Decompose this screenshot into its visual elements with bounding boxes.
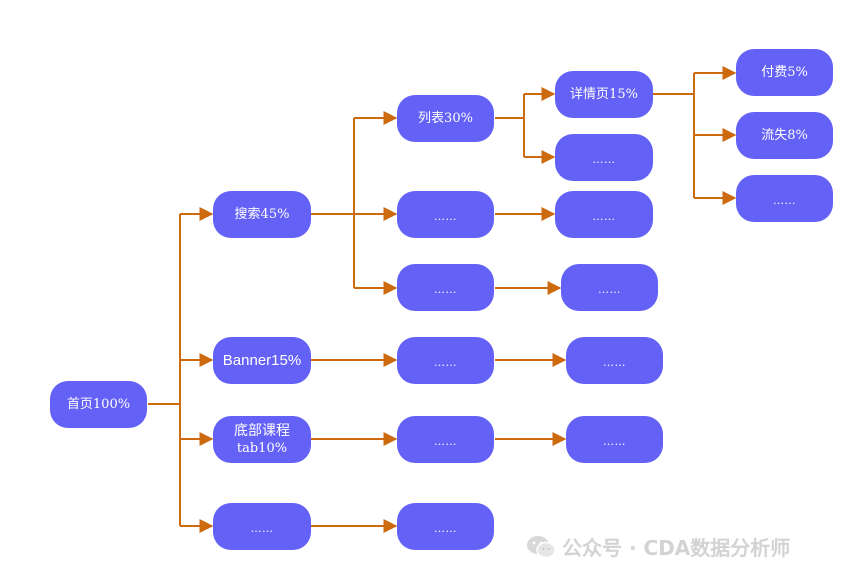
node-search-more-1-next: ……	[555, 191, 653, 238]
node-pay: 付费5%	[736, 49, 833, 96]
watermark-text: 公众号 · CDA数据分析师	[562, 536, 791, 560]
node-detail-more: ……	[736, 175, 833, 222]
watermark: 公众号 · CDA数据分析师	[526, 532, 790, 561]
node-search-more-2: ……	[397, 264, 494, 311]
node-list-more: ……	[555, 134, 653, 181]
wechat-icon	[527, 535, 556, 558]
node-list: 列表30%	[397, 95, 494, 142]
node-search: 搜索45%	[213, 191, 311, 238]
node-bottom-course-line1: 底部课程	[234, 422, 290, 439]
node-bottom-course: 底部课程 tab10%	[213, 416, 311, 463]
node-search-more-1: ……	[397, 191, 494, 238]
node-churn: 流失8%	[736, 112, 833, 159]
node-home: 首页100%	[50, 381, 147, 428]
node-bottom-course-line2: tab10%	[236, 440, 288, 456]
node-banner: Banner15%	[213, 337, 311, 384]
node-more-next: ……	[397, 503, 494, 550]
node-more: ……	[213, 503, 311, 550]
node-bottom-next-next: ……	[566, 416, 663, 463]
node-bottom-next: ……	[397, 416, 494, 463]
node-banner-next-next: ……	[566, 337, 663, 384]
node-search-more-2-next: ……	[561, 264, 658, 311]
node-detail: 详情页15%	[555, 71, 653, 118]
node-banner-next: ……	[397, 337, 494, 384]
